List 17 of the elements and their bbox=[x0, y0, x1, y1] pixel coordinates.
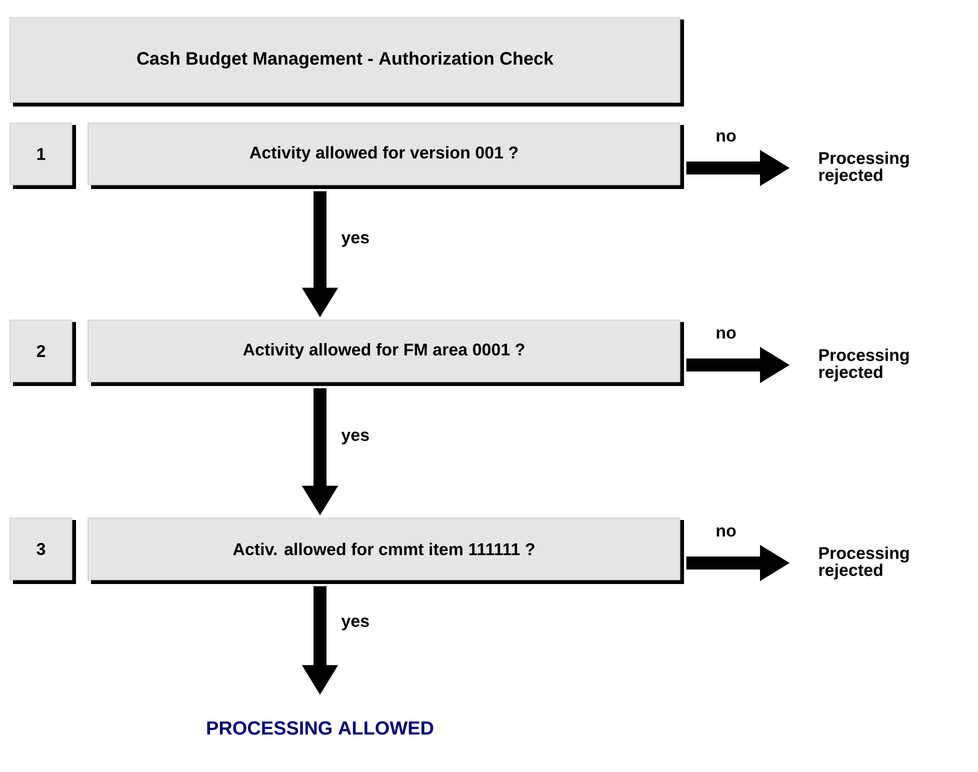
result-text: PROCESSING ALLOWED bbox=[207, 721, 434, 735]
result-text: Processing rejected bbox=[819, 152, 909, 184]
edge-label: yes bbox=[340, 430, 371, 446]
edge-label: no bbox=[714, 328, 738, 340]
decision-box: Activ. allowed for cmmt item 111111 ? bbox=[88, 518, 684, 584]
edge-label: no bbox=[714, 526, 738, 538]
edge-label: yes bbox=[340, 233, 371, 248]
edge-label: no bbox=[714, 131, 738, 143]
decision-box: Activity allowed for version 001 ? bbox=[88, 122, 684, 189]
edge-label: yes bbox=[340, 616, 371, 632]
result-text: Processing rejected bbox=[819, 348, 909, 382]
step-number-box: 2 bbox=[10, 320, 76, 386]
title-box: Cash Budget Management - Authorization Check bbox=[10, 17, 684, 106]
step-number-box: 1 bbox=[10, 122, 76, 189]
decision-box: Activity allowed for FM area 0001 ? bbox=[88, 320, 684, 386]
result-text: Processing rejected bbox=[819, 546, 909, 580]
step-number-box: 3 bbox=[10, 518, 76, 584]
